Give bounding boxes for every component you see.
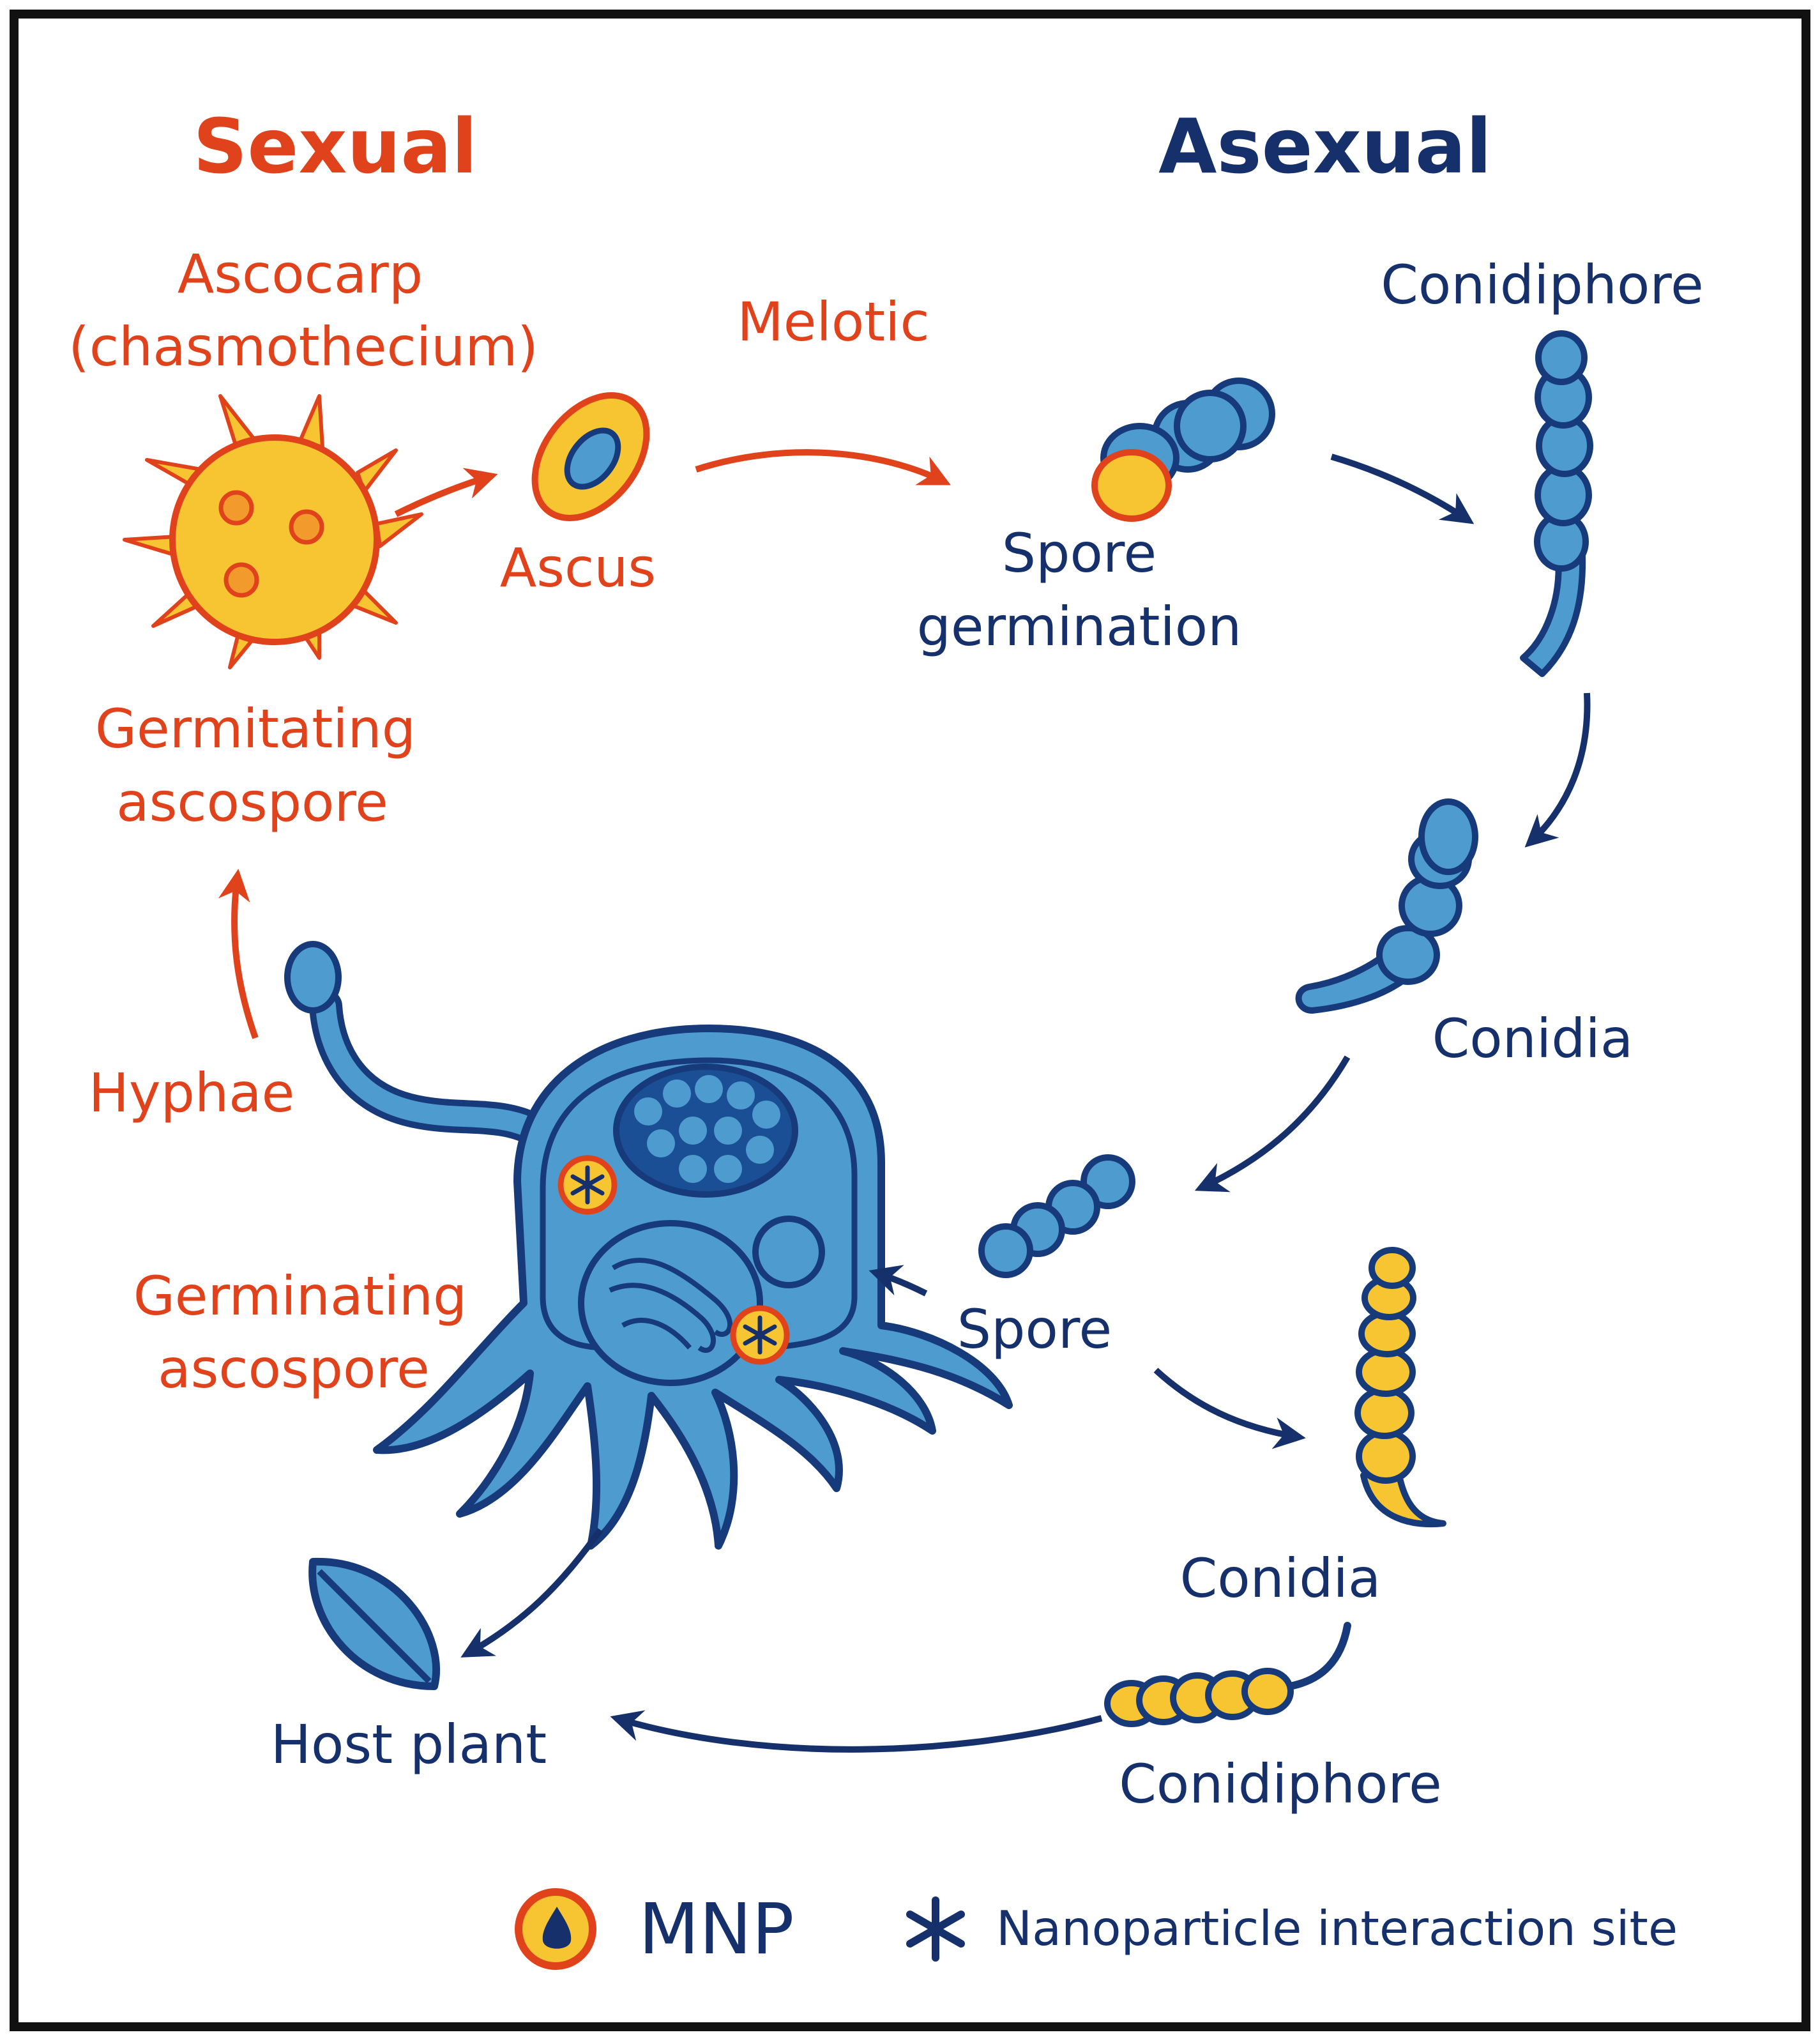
germinating-cell-icon (373, 1025, 1013, 1550)
label-germitating-ascospore: ascospore (116, 771, 388, 834)
hyphae-icon (284, 941, 550, 1146)
label-spore-lower: Spore (957, 1298, 1112, 1361)
legend: MNP Nanoparticle interaction site (515, 1888, 1678, 1970)
conidia-chain-mid-icon (1295, 798, 1478, 1014)
nanoparticle-interaction-site-icon (557, 1155, 618, 1215)
arrow-hyphae-to-germitating (218, 869, 259, 1039)
arrow-ascocarp-to-ascus (394, 468, 498, 517)
nanoparticle-interaction-site-icon (730, 1305, 790, 1365)
label-spore: Spore (1002, 522, 1156, 584)
label-hyphae: Hyphae (89, 1062, 295, 1124)
arrow-ascus-to-spore-germination (695, 449, 951, 485)
mnp-legend-icon (515, 1888, 596, 1970)
label-conidia-low: Conidia (1180, 1547, 1381, 1610)
legend-mnp-label: MNP (639, 1888, 794, 1970)
arrow-cell-to-host-plant (460, 1528, 603, 1658)
arrow-conidiphore-to-conidia (1524, 692, 1591, 848)
label-melotic: Melotic (737, 291, 929, 353)
arrow-spore-to-conidia (1153, 1368, 1306, 1449)
arrow-spore-to-cell (868, 1265, 928, 1297)
asterisk-icon (906, 1896, 965, 1962)
ascocarp-icon (123, 394, 423, 669)
spore-chain-icon (978, 1154, 1135, 1278)
arrow-conidiphore-to-host-plant (610, 1710, 1103, 1753)
label-germitating: Germitating (95, 698, 416, 760)
label-ascocarp: Ascocarp (178, 243, 423, 305)
conidia-chain-low-icon (1354, 1247, 1446, 1528)
label-conidia-mid: Conidia (1432, 1007, 1634, 1070)
leaf-icon (308, 1557, 441, 1690)
label-chasmothecium: (chasmothecium) (68, 316, 538, 378)
heading-asexual: Asexual (1158, 102, 1492, 190)
label-germinating: Germinating (133, 1265, 467, 1327)
label-host-plant: Host plant (271, 1713, 547, 1776)
label-germination: germination (917, 595, 1242, 658)
label-ascus: Ascus (500, 537, 656, 599)
heading-sexual: Sexual (193, 102, 477, 190)
conidiphore-top-icon (1520, 330, 1593, 677)
arrow-conidia-to-spore (1194, 1055, 1351, 1193)
label-conidiphore-bottom: Conidiphore (1119, 1753, 1442, 1815)
label-conidiphore-top: Conidiphore (1381, 254, 1704, 316)
spore-germination-icon (1091, 378, 1275, 522)
conidiphore-bottom-icon (1104, 1622, 1351, 1727)
ascus-icon (531, 392, 650, 521)
arrow-germination-to-conidiphore (1330, 454, 1475, 524)
label-germinating-ascospore: ascospore (158, 1338, 430, 1400)
legend-site-label: Nanoparticle interaction site (996, 1900, 1678, 1956)
